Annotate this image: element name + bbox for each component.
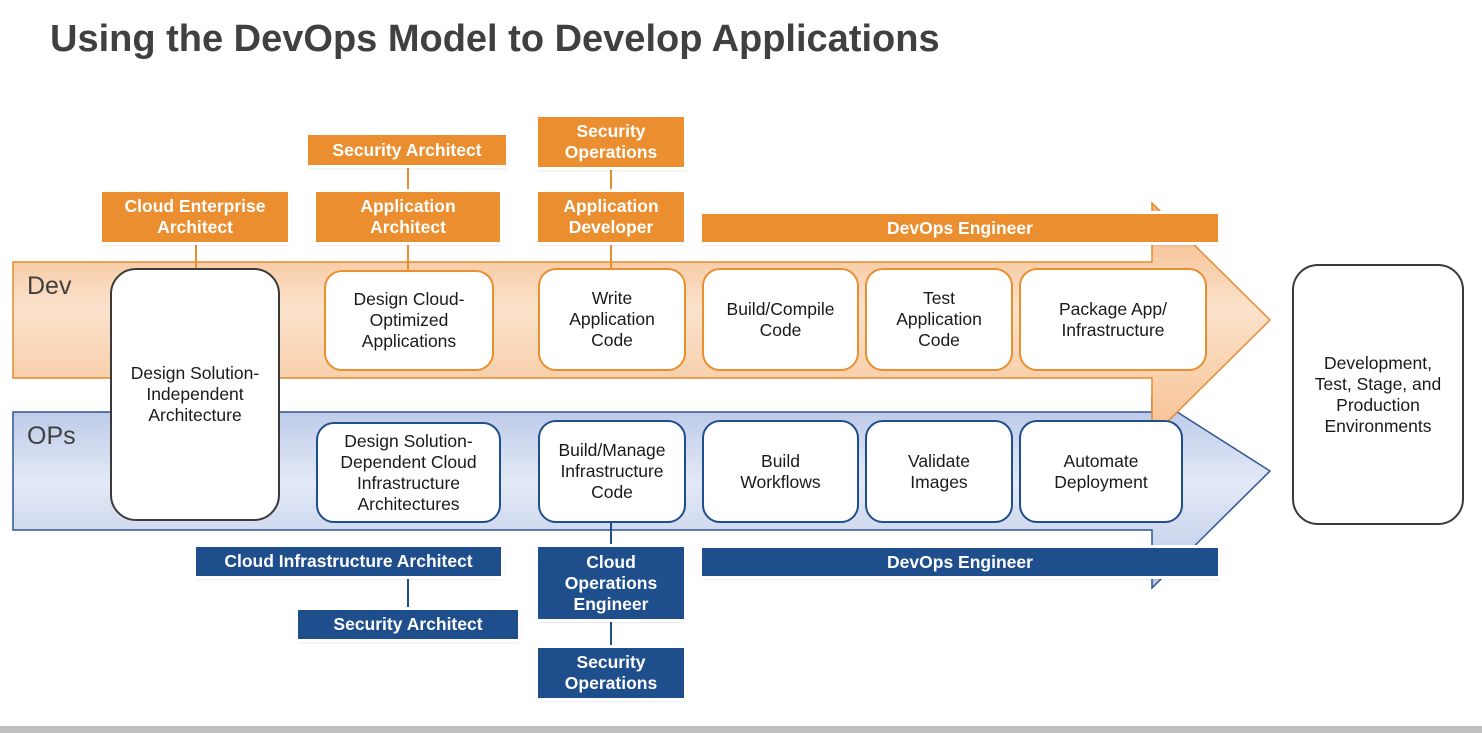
role-cloud-infrastructure-architect: Cloud Infrastructure Architect [193,544,504,579]
role-devops-engineer-ops: DevOps Engineer [699,545,1221,579]
step-design-solution-independent: Design Solution- Independent Architectur… [110,268,280,521]
step-validate-images: Validate Images [865,420,1013,523]
connector [610,622,612,646]
step-build-compile-code: Build/Compile Code [702,268,859,371]
connector [610,168,612,190]
connector [195,244,197,270]
slide-footer-bar [0,726,1482,733]
role-devops-engineer-dev: DevOps Engineer [699,211,1221,245]
step-build-workflows: Build Workflows [702,420,859,523]
dev-lane-label: Dev [27,272,72,300]
step-automate-deployment: Automate Deployment [1019,420,1183,523]
step-build-manage-infrastructure-code: Build/Manage Infrastructure Code [538,420,686,523]
connector [407,578,409,608]
step-design-solution-dependent: Design Solution- Dependent Cloud Infrast… [316,422,501,523]
step-test-application-code: Test Application Code [865,268,1013,371]
role-cloud-enterprise-architect: Cloud Enterprise Architect [99,189,291,245]
step-package-app-infrastructure: Package App/ Infrastructure [1019,268,1207,371]
connector [610,522,612,546]
ops-lane-label: OPs [27,422,76,450]
step-write-application-code: Write Application Code [538,268,686,371]
role-cloud-operations-engineer: Cloud Operations Engineer [535,544,687,622]
connector [407,244,409,270]
role-security-architect-dev: Security Architect [305,132,509,168]
role-security-architect-ops: Security Architect [295,607,521,642]
page-title: Using the DevOps Model to Develop Applic… [50,18,940,60]
target-environments: Development, Test, Stage, and Production… [1292,264,1464,525]
role-application-developer: Application Developer [535,189,687,245]
role-security-operations-ops: Security Operations [535,645,687,701]
role-application-architect: Application Architect [313,189,503,245]
role-security-operations-dev: Security Operations [535,114,687,170]
connector [610,244,612,270]
step-design-cloud-optimized: Design Cloud- Optimized Applications [324,270,494,371]
connector [407,168,409,190]
